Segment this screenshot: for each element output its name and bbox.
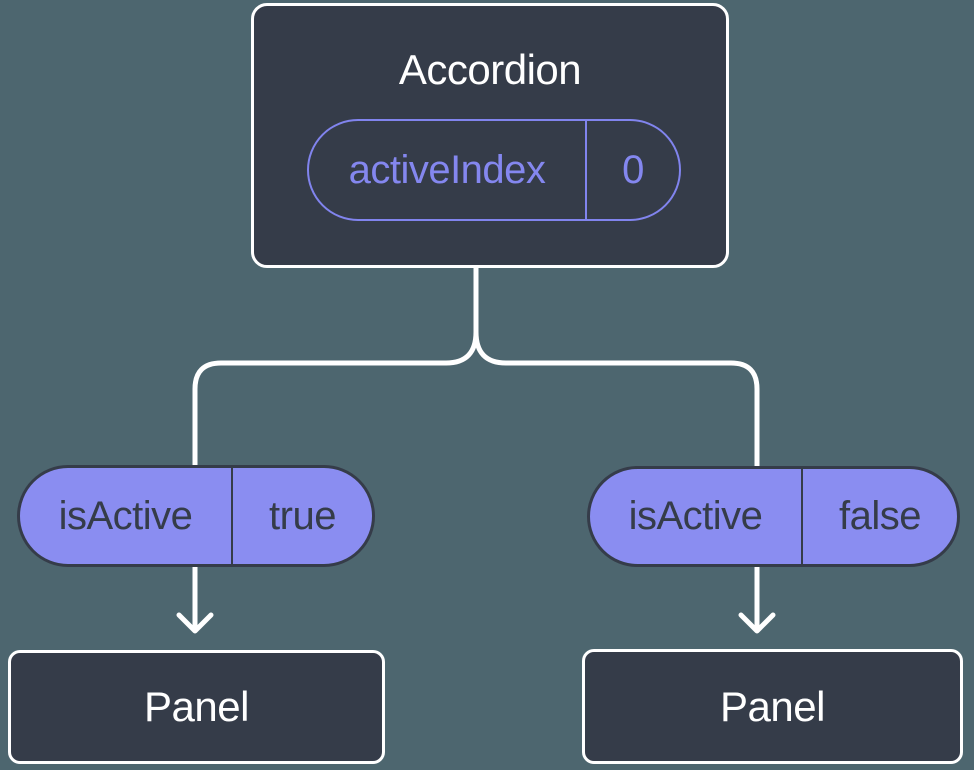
root-prop-value: 0 xyxy=(622,147,644,192)
panel-node-right: Panel xyxy=(582,649,963,764)
root-component-node: Accordion activeIndex 0 xyxy=(251,3,729,268)
state-pill-right-value: false xyxy=(839,494,922,538)
arrowhead-left-icon xyxy=(176,612,214,634)
state-pill-left: isActive true xyxy=(17,465,375,567)
panel-node-left: Panel xyxy=(8,650,385,764)
root-component-title: Accordion xyxy=(398,46,582,93)
state-pill-left-value: true xyxy=(269,493,336,538)
connector-right-branch xyxy=(473,329,760,631)
root-component-title-wrap: Accordion xyxy=(254,44,726,96)
state-pill-left-name: isActive xyxy=(20,468,233,564)
state-pill-right: isActive false xyxy=(587,466,960,567)
connector-left-branch xyxy=(192,265,479,631)
state-pill-right-name: isActive xyxy=(590,469,803,564)
root-prop-pill: activeIndex 0 xyxy=(307,119,681,221)
arrowhead-right-icon xyxy=(738,612,776,634)
root-prop-name: activeIndex xyxy=(309,121,587,219)
panel-node-right-title: Panel xyxy=(720,682,825,730)
panel-node-left-title: Panel xyxy=(144,683,249,730)
